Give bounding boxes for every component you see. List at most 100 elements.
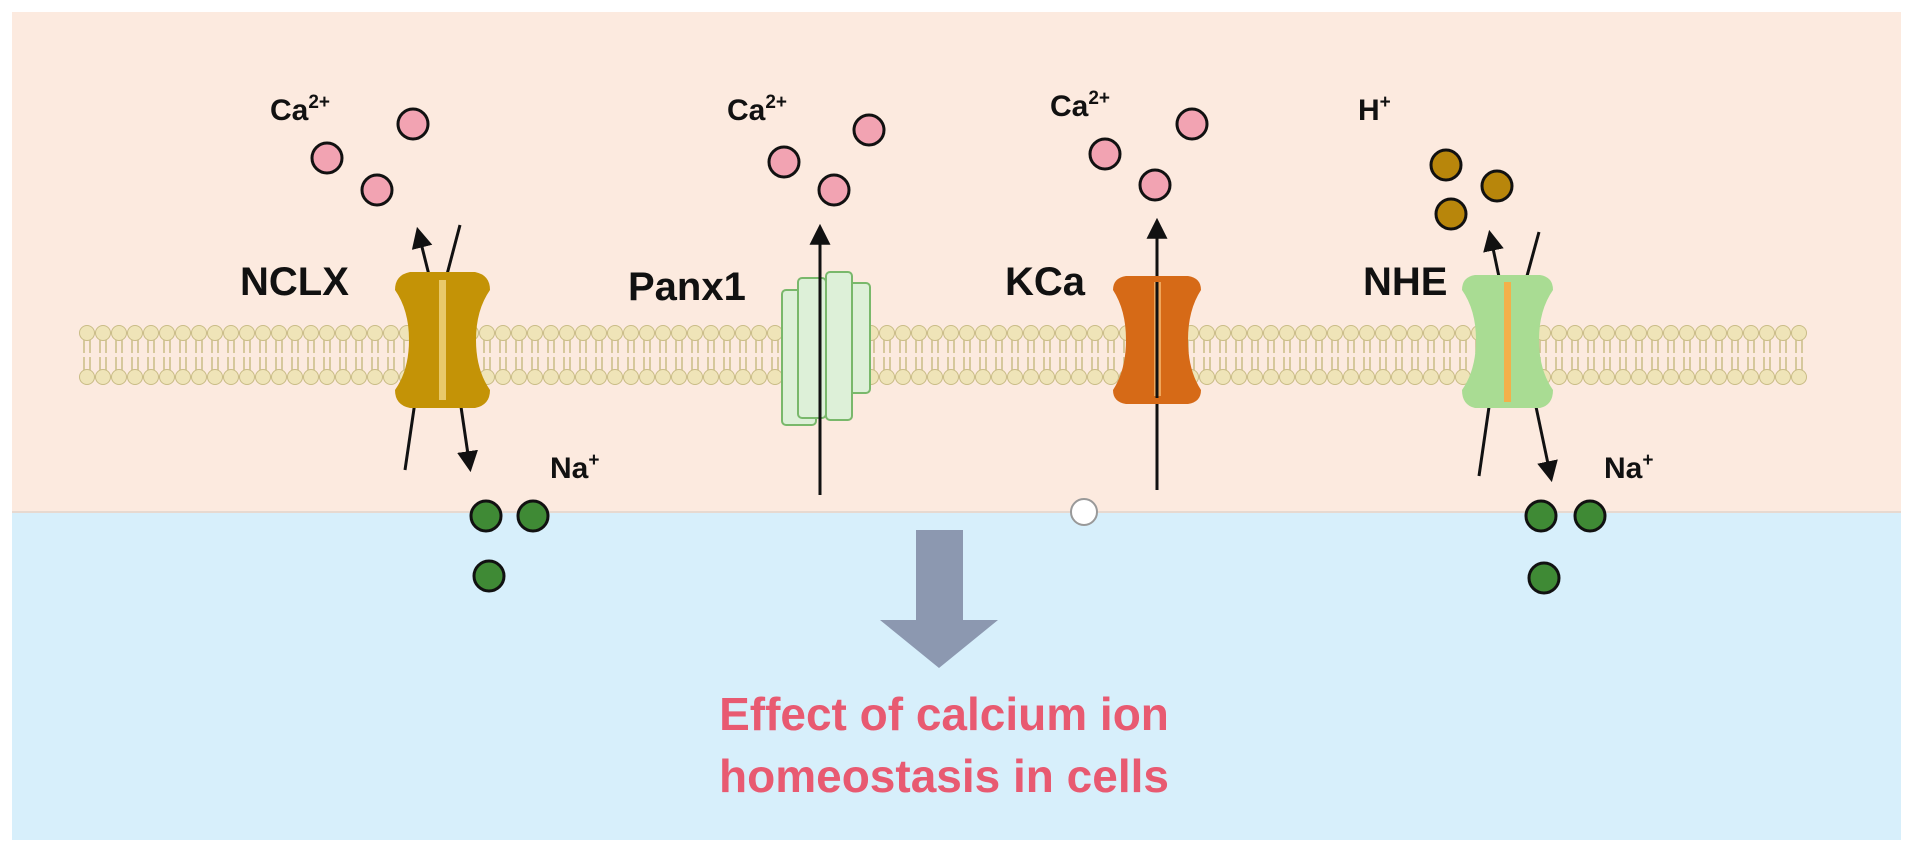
lipid-head: [1231, 325, 1247, 341]
lipid-head: [255, 325, 271, 341]
lipid-head: [1423, 325, 1439, 341]
nhe-line-left: [1477, 399, 1492, 477]
ion-charge: +: [1642, 450, 1653, 471]
lipid-head: [927, 325, 943, 341]
ion-symbol: Ca: [270, 94, 309, 127]
lipid-head: [1551, 369, 1567, 385]
nhe-upper-ion-label: H+: [1358, 92, 1391, 127]
lipid-head: [1759, 369, 1775, 385]
lipid-head: [1263, 369, 1279, 385]
lipid-head: [1007, 325, 1023, 341]
lipid-head: [239, 325, 255, 341]
lipid-head: [1743, 325, 1759, 341]
nhe-lower-ions: [1524, 499, 1607, 595]
lipid-head: [671, 325, 687, 341]
lipid-head: [1279, 325, 1295, 341]
lipid-head: [1343, 325, 1359, 341]
lipid-head: [767, 369, 783, 385]
panx1-channel: [781, 223, 871, 495]
nclx-lower-ion-label: Na+: [550, 450, 599, 485]
nhe-label: NHE: [1363, 260, 1447, 304]
lipid-head: [1103, 325, 1119, 341]
lipid-head: [703, 325, 719, 341]
nclx-upper-ion-label: Ca2+: [270, 92, 330, 127]
kca-upper-ion-label: Ca2+: [1050, 88, 1110, 123]
lipid-head: [1631, 325, 1647, 341]
lipid-head: [1311, 325, 1327, 341]
lipid-head: [1439, 369, 1455, 385]
panx1-upper-ion-label: Ca2+: [727, 92, 787, 127]
ion-charge: 2+: [1088, 88, 1110, 109]
lipid-head: [751, 325, 767, 341]
lipid-head: [1663, 369, 1679, 385]
lipid-head: [607, 325, 623, 341]
lipid-head: [1215, 369, 1231, 385]
lipid-head: [1007, 369, 1023, 385]
nhe-upper-ions: [1429, 148, 1514, 231]
panx1-subunit-4: [825, 271, 853, 421]
lipid-head: [271, 325, 287, 341]
lipid-head: [927, 369, 943, 385]
lipid-head: [1583, 369, 1599, 385]
lipid-head: [1759, 325, 1775, 341]
sodium-ion: [472, 559, 506, 593]
caption-line-2: homeostasis in cells: [719, 750, 1169, 802]
lipid-head: [1695, 369, 1711, 385]
lipid-head: [1615, 325, 1631, 341]
lipid-head: [1087, 369, 1103, 385]
lipid-head: [207, 325, 223, 341]
lipid-head: [1215, 325, 1231, 341]
ion-symbol: Na: [1604, 452, 1643, 485]
lipid-head: [95, 325, 111, 341]
lipid-head: [1327, 369, 1343, 385]
lipid-head: [687, 369, 703, 385]
nclx-label: NCLX: [240, 260, 349, 304]
lipid-head: [655, 369, 671, 385]
lipid-head: [351, 369, 367, 385]
lipid-head: [911, 325, 927, 341]
lipid-head: [495, 369, 511, 385]
calcium-ion: [1088, 137, 1122, 171]
lipid-head: [1343, 369, 1359, 385]
lipid-head: [319, 369, 335, 385]
calcium-ion: [396, 107, 430, 141]
nhe-lower-ion-label: Na+: [1604, 450, 1653, 485]
lipid-head: [127, 369, 143, 385]
calcium-ion: [852, 113, 886, 147]
lipid-head: [1023, 325, 1039, 341]
lipid-head: [895, 369, 911, 385]
kca-channel: [1113, 217, 1201, 490]
lipid-head: [591, 369, 607, 385]
lipid-head: [623, 369, 639, 385]
lipid-head: [1375, 325, 1391, 341]
lipid-head: [671, 369, 687, 385]
kca-label: KCa: [1005, 260, 1086, 304]
sodium-ion: [1527, 561, 1561, 595]
lipid-head: [175, 325, 191, 341]
lipid-head: [335, 369, 351, 385]
lipid-head: [1695, 325, 1711, 341]
sodium-ion: [1524, 499, 1558, 533]
lipid-head: [1023, 369, 1039, 385]
lipid-head: [367, 369, 383, 385]
lipid-head: [735, 325, 751, 341]
lipid-head: [511, 325, 527, 341]
sodium-ion: [469, 499, 503, 533]
lipid-head: [1407, 369, 1423, 385]
lipid-head: [1071, 369, 1087, 385]
lipid-head: [1055, 325, 1071, 341]
lipid-head: [767, 325, 783, 341]
lipid-head: [1055, 369, 1071, 385]
lipid-head: [975, 369, 991, 385]
ion-charge: 2+: [308, 92, 330, 113]
lipid-head: [527, 325, 543, 341]
lipid-head: [1679, 369, 1695, 385]
lipid-head: [1775, 325, 1791, 341]
lipid-head: [719, 369, 735, 385]
kca-upper-ions: [1088, 107, 1209, 202]
panx1-label: Panx1: [628, 265, 746, 309]
lipid-head: [95, 369, 111, 385]
lipid-head: [271, 369, 287, 385]
lipid-head: [1423, 369, 1439, 385]
